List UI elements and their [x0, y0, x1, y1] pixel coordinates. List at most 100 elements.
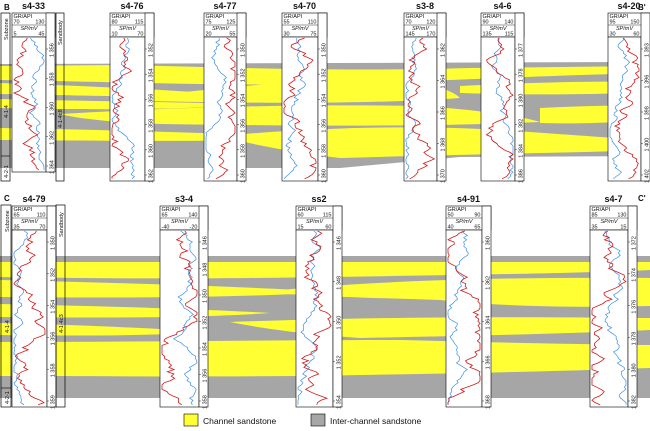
sp-curve-label: SP/mV: [119, 26, 137, 32]
sp-scale-min: 10: [112, 32, 118, 38]
sp-scale-min: -40: [162, 225, 170, 231]
sp-curve: [283, 37, 306, 180]
depth-label: 1 376: [631, 300, 637, 314]
depth-label: 1 356: [321, 119, 327, 133]
depth-label: 1 400: [644, 138, 650, 152]
bottom-subzone-header: Subzone: [5, 210, 11, 232]
depth-track: [198, 205, 209, 408]
gr-curve: [111, 37, 133, 179]
log-curve-track: [607, 36, 642, 182]
gr-curve-label: GR/API: [298, 207, 317, 213]
bottom-zone-tracks: Subzone 4-1-4 4-2-1 Sandbody 4-1-4c3: [0, 204, 66, 408]
sp-curve-label: SP/mV: [600, 219, 618, 225]
well-name: s4-33: [22, 1, 45, 11]
sp-curve-label: SP/mV: [616, 26, 634, 32]
depth-track: [236, 12, 247, 182]
sp-curve: [28, 37, 45, 170]
well-name: s4-91: [457, 194, 480, 204]
depth-label: 1 362: [485, 276, 491, 290]
depth-label: 1 368: [485, 395, 491, 409]
gr-curve-label: GR/API: [14, 14, 33, 20]
gr-scale-max: 140: [188, 213, 197, 219]
sp-scale-min: 15: [298, 225, 304, 231]
gr-curve: [12, 37, 40, 171]
depth-label: 1 358: [321, 144, 327, 158]
depth-label: 1 352: [202, 316, 208, 330]
legend-swatch-channel: [183, 413, 199, 427]
sp-scale-max: 65: [474, 225, 480, 231]
depth-label: 1 360: [240, 169, 246, 183]
gr-scale-max: 110: [308, 20, 317, 26]
gr-curve-label: GR/API: [162, 207, 181, 213]
sp-curve-label: SP/mV: [212, 26, 230, 32]
gr-curve-label: GR/API: [112, 14, 131, 20]
well-name: s4-6: [493, 1, 511, 11]
depth-label: 1 346: [202, 236, 208, 250]
sp-scale-max: -20: [190, 225, 198, 231]
bottom-sandbody-header: Sandbody: [59, 212, 65, 237]
depth-track: [481, 205, 492, 408]
gr-scale-min: 60: [298, 213, 304, 219]
gr-scale-max: 110: [37, 213, 46, 219]
depth-track: [332, 205, 343, 408]
depth-label: 1 382: [518, 119, 524, 133]
well-name: s4-76: [120, 1, 143, 11]
gr-curve: [13, 230, 46, 406]
depth-label: 1 356: [202, 369, 208, 383]
depth-label: 1 362: [440, 43, 446, 57]
gr-scale-max: 140: [504, 20, 513, 26]
depth-label: 1 350: [202, 289, 208, 303]
depth-label: 1 352: [240, 68, 246, 82]
sp-curve: [447, 230, 469, 405]
top-end-label: B': [638, 3, 646, 12]
depth-label: 1 350: [336, 316, 342, 330]
well-name: s4-70: [293, 1, 316, 11]
depth-label: 1 360: [148, 144, 154, 158]
depth-label: 1 358: [148, 119, 154, 133]
depth-label: 1 360: [49, 102, 55, 116]
depth-label: 1 352: [50, 268, 56, 282]
bottom-end-label: C': [638, 194, 646, 203]
depth-label: 1 382: [631, 395, 637, 409]
sp-scale-max: 70: [39, 225, 45, 231]
gr-scale-min: 90: [483, 20, 489, 26]
sp-scale-min: 5: [14, 32, 17, 38]
top-subzone-header: Subzone: [4, 18, 10, 40]
gr-curve: [405, 37, 436, 180]
bottom-sandbody-label: 4-1-4c3: [59, 314, 65, 333]
gr-curve-label: GR/API: [610, 14, 629, 20]
depth-label: 1 354: [240, 94, 246, 108]
gr-curve: [161, 230, 198, 406]
gr-scale-min: 95: [610, 20, 616, 26]
depth-label: 1 378: [631, 332, 637, 346]
sp-curve-label: SP/mV: [489, 26, 507, 32]
sp-curve-label: SP/mV: [455, 219, 473, 225]
gr-curve: [301, 230, 332, 405]
depth-label: 1 402: [644, 169, 650, 183]
bottom-start-label: C: [4, 194, 10, 203]
gr-scale-min: 55: [284, 20, 290, 26]
gr-scale-max: 120: [426, 20, 435, 26]
depth-label: 1 356: [240, 119, 246, 133]
well-name: s4-77: [213, 1, 236, 11]
well-name: ss2: [311, 194, 326, 204]
sp-curve-label: SP/mV: [171, 219, 189, 225]
sp-curve: [13, 230, 29, 406]
log-curve-track: [159, 229, 200, 408]
sp-scale-min: 40: [448, 225, 454, 231]
depth-label: 1 350: [50, 236, 56, 250]
gr-scale-max: 130: [35, 20, 44, 26]
depth-label: 1 398: [644, 106, 650, 120]
bottom-subzone-4-2-1: 4-2-1: [5, 391, 11, 404]
gr-scale-min: 75: [206, 20, 212, 26]
depth-label: 1 350: [240, 43, 246, 57]
sp-curve-label: SP/mV: [291, 26, 309, 32]
gr-scale-max: 90: [474, 213, 480, 219]
gr-scale-min: 85: [592, 213, 598, 219]
